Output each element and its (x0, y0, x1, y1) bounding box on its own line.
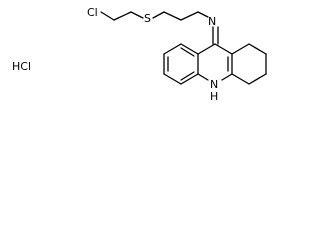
hex-4 (248, 73, 267, 85)
benz-4 (163, 73, 182, 85)
bond-c5-n (197, 11, 209, 18)
bond-c2-s (130, 11, 144, 19)
imine-double-bond (212, 26, 219, 45)
bond-nh-c10a (221, 73, 233, 81)
atom-n-imine: N (208, 15, 216, 28)
hex-2 (248, 43, 267, 55)
atom-cl: Cl (87, 6, 98, 19)
bond-c1-c2 (113, 11, 132, 21)
hex-5 (231, 73, 250, 85)
benz-in-3 (180, 71, 195, 81)
atom-h-ring: H (210, 90, 218, 103)
atom-n-ring: N (210, 78, 218, 91)
central-ring (197, 43, 233, 81)
bond-cl-c1 (100, 11, 115, 21)
cyclohexene-ring (231, 43, 267, 85)
benz-5 (180, 73, 199, 85)
benz-in-1 (180, 47, 195, 57)
benz-1 (180, 43, 199, 55)
bond-c9-c9a (197, 43, 216, 55)
bond-c4a-nh (197, 73, 209, 81)
benz-2 (163, 43, 182, 55)
molecule-canvas: Cl S N N H HCl (0, 0, 318, 114)
bond-c3-c4 (163, 11, 182, 21)
side-chain (100, 11, 209, 21)
atom-s: S (144, 12, 151, 25)
bond-c4-c5 (180, 11, 199, 21)
salt-label: HCl (12, 60, 31, 73)
bond-s-c3 (152, 11, 165, 19)
structure-drawing: Cl S N N H HCl (12, 6, 267, 103)
hex-1 (231, 43, 250, 55)
benzene-ring (163, 43, 199, 85)
bond-c9-c8a (214, 43, 233, 55)
